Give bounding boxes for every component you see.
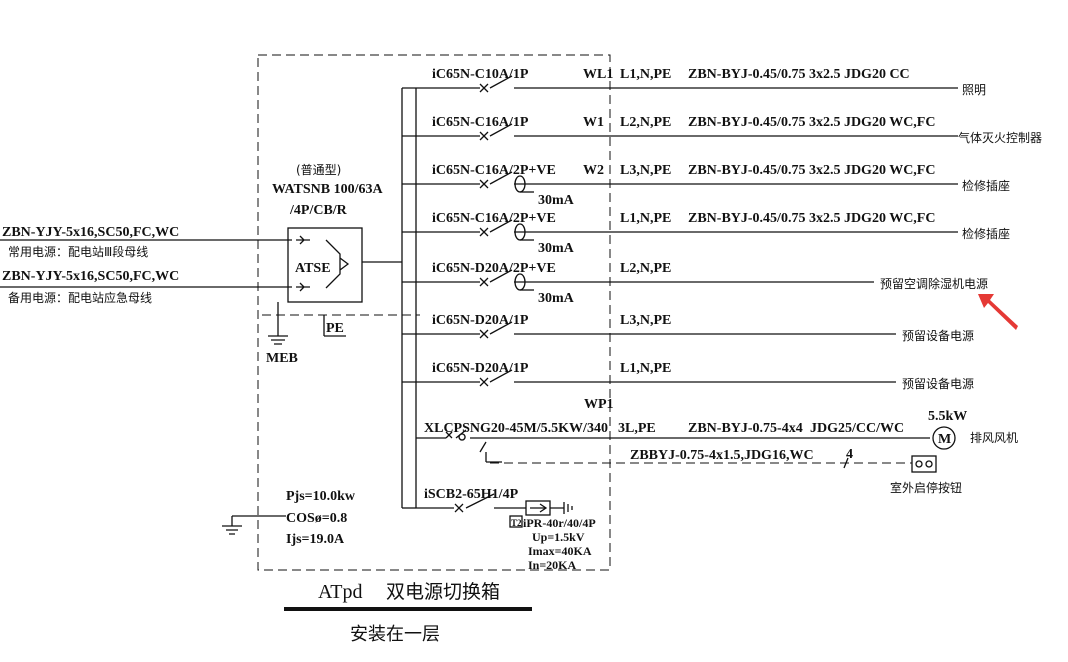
ats-model: WATSNB 100/63A — [272, 182, 383, 197]
calc-pjs: Pjs=10.0kw — [286, 489, 356, 504]
ats-spec: /4P/CB/R — [289, 203, 348, 218]
motor-cable: ZBN-BYJ-0.75-4x4 — [688, 421, 803, 436]
breaker-symbol — [479, 377, 489, 387]
circuit-row: iC65N-D20A/2P+VE L2,N,PE 预留空调除湿机电源 30mA — [402, 261, 988, 306]
motor-phase: 3L,PE — [618, 421, 656, 436]
motor-symbol — [932, 426, 956, 450]
circuit-load: 预留空调除湿机电源 — [880, 276, 988, 291]
box-title-cn: 双电源切换箱 — [386, 581, 500, 603]
circuit-load: 预留设备电源 — [902, 329, 974, 343]
circuit-row: iC65N-D20A/1P L3,N,PE 预留设备电源 — [402, 313, 974, 343]
circuit-row: iC65N-D20A/1P L1,N,PE 预留设备电源 — [402, 361, 974, 391]
control-load: 室外启停按钮 — [890, 480, 962, 495]
spd-model-mark: T2 — [511, 518, 522, 528]
breaker-label: iC65N-C10A/1P — [432, 67, 529, 82]
circuit-row: iC65N-C16A/2P+VE W2 L3,N,PE ZBN-BYJ-0.45/0.… — [402, 163, 1010, 208]
circuit-cable: ZBN-BYJ-0.45/0.75 3x2.5 JDG20 CC — [688, 67, 910, 82]
spd-imax: Imax=40KA — [528, 544, 592, 558]
circuit-phase: L1,N,PE — [620, 67, 671, 82]
circuit-load: 检修插座 — [962, 226, 1010, 241]
standby-feed-label: 备用电源：配电站应急母线 — [8, 290, 152, 305]
breaker-label: iC65N-D20A/1P — [432, 313, 529, 328]
circuit-row: iC65N-C10A/1P WL1 L1,N,PE ZBN-BYJ-0.45/0.75… — [402, 67, 986, 97]
spd-circuit: iSCB2-65H1/4P T2 iPR-40r/40/4P Up=1.5kV … — [402, 487, 596, 572]
box-title: ATpd — [318, 581, 362, 603]
circuit-phase: L1,N,PE — [620, 361, 671, 376]
breaker-label: iC65N-C16A/2P+VE — [432, 211, 556, 226]
spd-up: Up=1.5kV — [532, 530, 585, 544]
breaker-label: iC65N-D20A/2P+VE — [432, 261, 556, 276]
circuit-id: W1 — [583, 115, 604, 130]
circuit-id: W2 — [583, 163, 604, 178]
calc-cos: COSø=0.8 — [286, 511, 347, 526]
motor-power: 5.5kW — [928, 409, 967, 424]
breaker-label: iC65N-C16A/2P+VE — [432, 163, 556, 178]
install-label: 安装在一层 — [350, 624, 440, 645]
circuit-phase: L1,N,PE — [620, 211, 671, 226]
breaker-label: iC65N-D20A/1P — [432, 361, 529, 376]
circuit-load: 检修插座 — [962, 178, 1010, 193]
breaker-symbol — [479, 277, 489, 287]
circuit-row: iC65N-C16A/2P+VE L1,N,PE ZBN-BYJ-0.45/0.75… — [402, 211, 1010, 256]
circuit-row: iC65N-C16A/1P W1 L2,N,PE ZBN-BYJ-0.45/0.75 … — [402, 115, 1042, 145]
highlight-arrow — [978, 294, 1018, 330]
normal-feed-label: 常用电源：配电站Ⅲ段母线 — [8, 244, 148, 259]
circuit-id: WL1 — [583, 67, 613, 82]
pe-label: PE — [326, 321, 344, 336]
ats-label: ATSE — [295, 261, 331, 276]
circuit-phase: L3,N,PE — [620, 163, 671, 178]
rcd-label: 30mA — [538, 241, 575, 256]
circuit-cable: ZBN-BYJ-0.45/0.75 3x2.5 JDG20 WC,FC — [688, 115, 935, 130]
ats-symbol — [287, 227, 363, 303]
motor-load: 排风风机 — [970, 431, 1018, 445]
control-cable: ZBBYJ-0.75-4x1.5,JDG16,WC — [630, 448, 814, 463]
breaker-symbol — [479, 179, 489, 189]
circuit-phase: L3,N,PE — [620, 313, 671, 328]
breaker-symbol — [479, 131, 489, 141]
circuit-cable: ZBN-BYJ-0.45/0.75 3x2.5 JDG20 WC,FC — [688, 211, 935, 226]
spd-breaker: iSCB2-65H1/4P — [424, 487, 519, 502]
circuit-cable: ZBN-BYJ-0.45/0.75 3x2.5 JDG20 WC,FC — [688, 163, 935, 178]
motor-starter: XLCPSNG20-45M/5.5KW/340 — [424, 421, 608, 436]
breaker-symbol — [479, 329, 489, 339]
control-button-symbol — [911, 455, 937, 473]
breaker-symbol — [479, 83, 489, 93]
motor-symbol-label: M — [938, 432, 951, 447]
calc-ijs: Ijs=19.0A — [286, 532, 345, 547]
circuit-load: 照明 — [962, 83, 986, 97]
spd-model: iPR-40r/40/4P — [523, 516, 596, 530]
motor-id: WP1 — [584, 397, 614, 412]
rcd-label: 30mA — [538, 291, 575, 306]
meb-label: MEB — [266, 351, 298, 366]
normal-feed-cable: ZBN-YJY-5x16,SC50,FC,WC — [2, 225, 179, 240]
circuit-load: 预留设备电源 — [902, 377, 974, 391]
rcd-label: 30mA — [538, 193, 575, 208]
ats-type: (普通型) — [296, 163, 341, 177]
motor-conduit: JDG25/CC/WC — [810, 421, 904, 436]
standby-feed-cable: ZBN-YJY-5x16,SC50,FC,WC — [2, 269, 179, 284]
circuit-phase: L2,N,PE — [620, 115, 671, 130]
box-outline — [257, 54, 611, 571]
control-count: 4 — [846, 447, 853, 462]
circuit-load: 气体灭火控制器 — [958, 130, 1042, 145]
motor-circuit: XLCPSNG20-45M/5.5KW/340 WP1 3L,PE ZBN-BY… — [416, 397, 1018, 495]
circuit-phase: L2,N,PE — [620, 261, 671, 276]
breaker-label: iC65N-C16A/1P — [432, 115, 529, 130]
breaker-symbol — [479, 227, 489, 237]
spd-in: In=20KA — [528, 558, 577, 572]
